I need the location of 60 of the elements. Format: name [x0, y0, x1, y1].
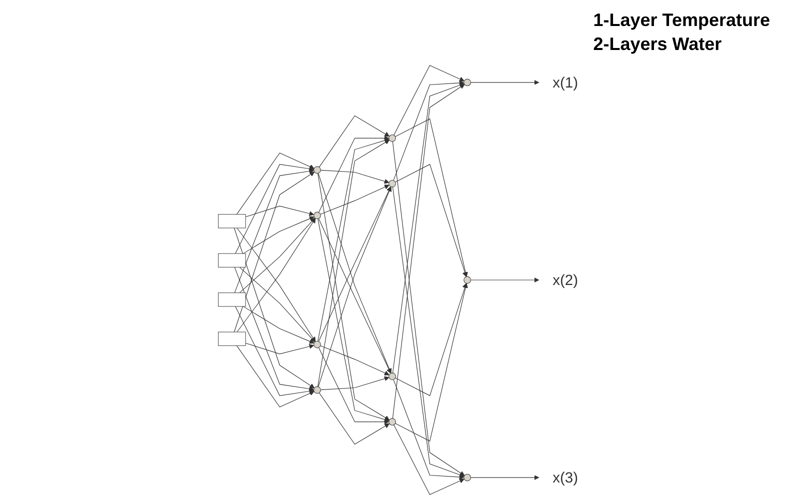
arrow — [239, 218, 316, 294]
node-circle — [464, 474, 471, 482]
arrow — [236, 218, 316, 332]
node-circle — [314, 166, 321, 174]
node-box — [218, 332, 246, 346]
arrow — [242, 306, 314, 344]
arrow — [320, 345, 390, 376]
arrow — [318, 392, 390, 445]
node-box — [218, 253, 246, 268]
node-circle — [388, 418, 396, 426]
arrow — [395, 164, 468, 277]
layer-note: 1-Layer Temperature — [593, 9, 770, 32]
arrow — [245, 342, 314, 354]
node-text: x(3) — [552, 468, 578, 486]
arrow — [235, 306, 314, 396]
arrow — [320, 376, 390, 390]
arrow — [234, 168, 314, 294]
node-circle — [464, 78, 471, 86]
arrow — [318, 115, 390, 168]
arrow — [234, 172, 315, 332]
node-circle — [314, 212, 321, 220]
node-circle — [388, 180, 396, 188]
node-circle — [464, 276, 471, 284]
node-box — [218, 292, 246, 307]
arrow — [318, 136, 390, 213]
arrow — [470, 475, 540, 480]
arrow — [318, 138, 390, 342]
arrow — [239, 266, 316, 342]
arrow — [242, 216, 314, 254]
node-circle — [388, 134, 396, 142]
arrow — [236, 152, 314, 215]
node-circle — [314, 340, 321, 348]
node-text: x(2) — [552, 271, 578, 288]
node-circle — [388, 372, 396, 380]
arrow — [394, 424, 464, 495]
arrow — [234, 266, 314, 392]
arrow — [318, 218, 390, 422]
node-circle — [314, 386, 321, 394]
arrow — [318, 347, 390, 424]
arrow — [235, 164, 314, 254]
arrow — [394, 65, 464, 136]
arrow — [395, 118, 468, 277]
arrow — [470, 80, 540, 85]
arrow — [320, 170, 390, 184]
arrow — [318, 173, 390, 420]
arrow — [393, 80, 464, 181]
arrow — [393, 379, 464, 480]
arrow — [470, 278, 540, 282]
arrow — [320, 184, 390, 215]
arrow — [234, 228, 315, 388]
arrow — [245, 206, 314, 218]
arrow — [395, 283, 468, 396]
arrow — [236, 345, 314, 408]
arrow — [236, 228, 316, 342]
arrow — [318, 218, 392, 374]
node-box — [218, 214, 246, 228]
layer-note: 2-Layers Water — [593, 33, 723, 56]
node-text: x(1) — [552, 74, 578, 91]
arrow — [395, 283, 468, 442]
arrow — [318, 140, 390, 387]
